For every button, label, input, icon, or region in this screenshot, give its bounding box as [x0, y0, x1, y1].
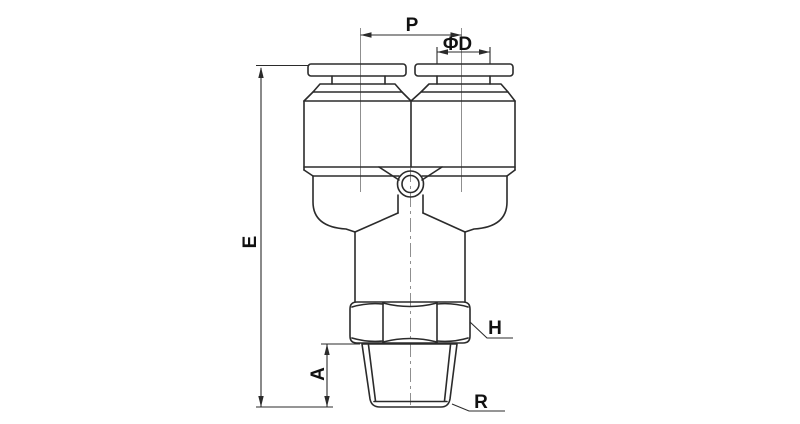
- dim-phiD-arrow-left: [437, 49, 448, 55]
- dim-A-arrow-top: [324, 344, 330, 355]
- dim-phiD: ΦD: [436, 34, 491, 64]
- hex-nut: [349, 301, 471, 344]
- left-body-chamfer: [303, 91, 412, 102]
- dim-E-arrow-top: [258, 67, 264, 78]
- leader-R-label: R: [474, 392, 488, 413]
- hex-outline: [349, 301, 471, 344]
- y-split-edges: [378, 166, 443, 181]
- center-hole-outer: [396, 170, 425, 198]
- dim-P-arrow-left: [360, 32, 372, 38]
- left-release-cap: [307, 63, 407, 77]
- leader-R: R: [451, 392, 505, 413]
- right-push-port: [410, 63, 516, 102]
- center-boss: [397, 194, 424, 214]
- dim-A-label: A: [308, 367, 329, 381]
- cone-transition: [354, 212, 466, 233]
- left-collet-collar: [312, 83, 403, 93]
- hex-chamfer-arcs-side: [351, 302, 469, 343]
- dim-E: E: [240, 64, 333, 408]
- dim-A-arrow-bottom: [324, 396, 330, 407]
- left-push-port: [303, 63, 412, 102]
- leader-R-line: [451, 403, 505, 412]
- port-bodies: [303, 100, 516, 177]
- right-collet-collar: [420, 83, 509, 93]
- thread-outline: [361, 343, 458, 408]
- dim-P-label: P: [406, 15, 419, 36]
- bell-right-edge: [464, 175, 508, 233]
- tapered-thread: [361, 343, 458, 408]
- y-body: [312, 166, 508, 303]
- centerlines: [360, 28, 462, 405]
- dim-phiD-arrow-right: [479, 49, 490, 55]
- stem: [354, 231, 466, 303]
- dim-A: A: [308, 343, 360, 407]
- dim-E-arrow-bottom: [258, 396, 264, 407]
- dim-E-label: E: [240, 236, 261, 249]
- dim-P: P: [360, 15, 462, 38]
- shoulder-chamfer: [303, 169, 516, 177]
- leader-H: H: [469, 318, 513, 339]
- right-body-chamfer: [410, 91, 516, 102]
- center-hole-inner: [401, 174, 420, 194]
- dim-P-arrow-right: [450, 32, 462, 38]
- leader-H-label: H: [488, 318, 502, 339]
- dim-phiD-label: ΦD: [443, 34, 472, 55]
- thread-root-lines: [367, 344, 452, 402]
- hex-chamfer-arcs-mid: [382, 302, 438, 343]
- leader-H-line: [469, 321, 513, 339]
- bell-left-edge: [312, 175, 356, 233]
- right-release-cap: [414, 63, 514, 77]
